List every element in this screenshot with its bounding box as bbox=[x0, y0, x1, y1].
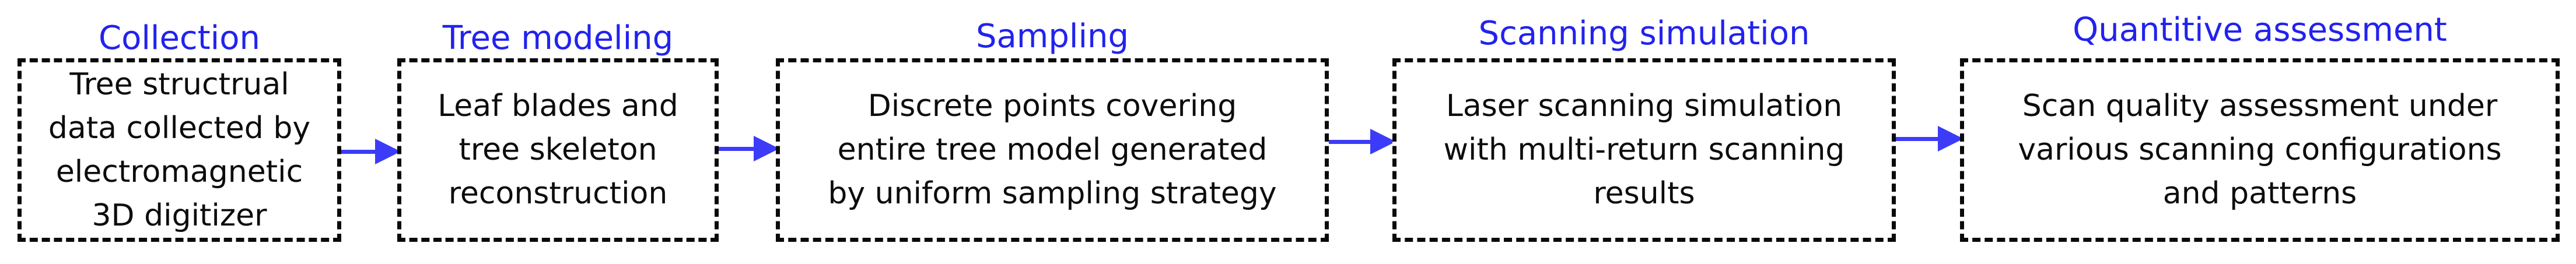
body-line: entire tree model generated bbox=[837, 132, 1268, 167]
stage-box: Tree structrual data collected by electr… bbox=[18, 58, 341, 242]
stage-collection: Collection Tree structrual data collecte… bbox=[18, 0, 341, 264]
body-line: various scanning configurations bbox=[2018, 132, 2502, 167]
body-line: Tree structrual bbox=[69, 66, 289, 102]
arrow-shaft bbox=[719, 146, 758, 151]
stage-box: Laser scanning simulation with multi-ret… bbox=[1392, 58, 1896, 242]
arrow-head-icon bbox=[754, 136, 779, 161]
stage-box: Leaf blades and tree skeleton reconstruc… bbox=[397, 58, 719, 242]
body-line: data collected by bbox=[48, 110, 311, 146]
arrow-head-icon bbox=[1370, 129, 1396, 154]
body-line: and patterns bbox=[2162, 176, 2357, 211]
body-line: Laser scanning simulation bbox=[1446, 89, 1843, 124]
arrow-shaft bbox=[1896, 136, 1943, 141]
body-line: Discrete points covering bbox=[867, 89, 1237, 124]
flow-arrow bbox=[341, 139, 401, 164]
body-line: by uniform sampling strategy bbox=[828, 176, 1277, 211]
stage-box: Discrete points covering entire tree mod… bbox=[776, 58, 1329, 242]
body-line: 3D digitizer bbox=[92, 198, 267, 233]
arrow-head-icon bbox=[375, 139, 401, 164]
body-line: reconstruction bbox=[448, 176, 668, 211]
flow-arrow bbox=[1896, 126, 1964, 152]
body-line: Leaf blades and bbox=[438, 89, 678, 124]
stage-title: Tree modeling bbox=[442, 19, 674, 57]
body-line: results bbox=[1593, 176, 1695, 211]
flow-arrow bbox=[719, 136, 779, 161]
body-line: electromagnetic bbox=[55, 154, 303, 189]
body-line: Scan quality assessment under bbox=[2022, 89, 2498, 124]
stage-scanning-simulation: Scanning simulation Laser scanning simul… bbox=[1392, 0, 1896, 264]
stage-sampling: Sampling Discrete points covering entire… bbox=[776, 0, 1329, 264]
stage-title: Quantitive assessment bbox=[2073, 11, 2447, 49]
stage-tree-modeling: Tree modeling Leaf blades and tree skele… bbox=[397, 0, 719, 264]
stage-title: Scanning simulation bbox=[1478, 15, 1810, 52]
arrow-shaft bbox=[341, 149, 380, 154]
stage-title: Sampling bbox=[975, 17, 1129, 55]
body-line: tree skeleton bbox=[459, 132, 657, 167]
body-line: with multi-return scanning bbox=[1443, 132, 1845, 167]
arrow-head-icon bbox=[1938, 126, 1964, 152]
stage-quantitive-assessment: Quantitive assessment Scan quality asses… bbox=[1960, 0, 2560, 264]
stage-box: Scan quality assessment under various sc… bbox=[1960, 58, 2560, 242]
stage-title: Collection bbox=[99, 19, 260, 57]
flow-arrow bbox=[1329, 129, 1396, 154]
arrow-shaft bbox=[1329, 139, 1375, 144]
